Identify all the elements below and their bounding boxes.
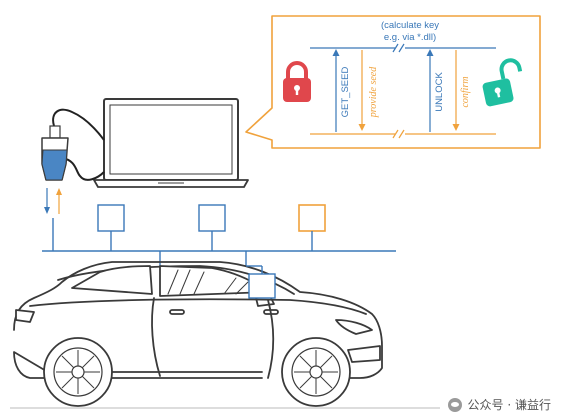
ecu-box-1 bbox=[97, 204, 125, 251]
unlocked-padlock-icon bbox=[482, 58, 523, 107]
get-seed-arrow bbox=[332, 49, 340, 132]
unlock-label: UNLOCK bbox=[434, 72, 445, 112]
ecu-box-4 bbox=[246, 265, 276, 299]
bus-drop-lines bbox=[159, 251, 247, 266]
unlock-arrow bbox=[426, 49, 434, 132]
confirm-arrow bbox=[452, 50, 460, 131]
watermark: 公众号 · 谦益行 bbox=[447, 396, 551, 413]
dongle-data-arrows bbox=[44, 188, 62, 214]
ecu-box-2 bbox=[198, 204, 226, 251]
callout-note-line1: (calculate key bbox=[381, 20, 439, 31]
top-lifeline bbox=[310, 43, 496, 53]
callout-note-line2: e.g. via *.dll) bbox=[384, 32, 436, 43]
provide-seed-arrow bbox=[358, 50, 366, 131]
watermark-text: 公众号 · 谦益行 bbox=[467, 398, 551, 412]
locked-padlock-icon bbox=[283, 61, 311, 102]
bottom-lifeline bbox=[310, 129, 496, 139]
cable bbox=[52, 108, 105, 181]
vci-dongle-icon bbox=[41, 125, 69, 181]
callout-box bbox=[245, 15, 541, 149]
wechat-icon bbox=[447, 397, 462, 412]
rear-wheel bbox=[43, 337, 113, 407]
front-wheel bbox=[281, 337, 351, 407]
can-bus-line bbox=[42, 218, 396, 252]
provide-seed-label: provide seed bbox=[368, 66, 379, 118]
laptop-icon bbox=[93, 98, 249, 188]
confirm-label: confirm bbox=[460, 76, 471, 107]
ecu-box-3 bbox=[298, 204, 326, 251]
get-seed-label: GET_SEED bbox=[340, 67, 351, 118]
